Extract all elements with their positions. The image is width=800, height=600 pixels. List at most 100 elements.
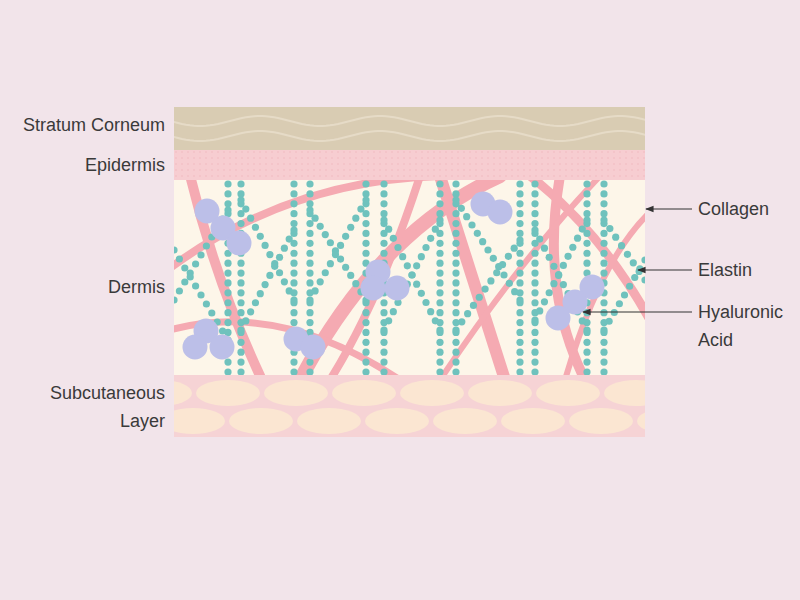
elastin-dot [362, 359, 369, 366]
elastin-dot [470, 302, 477, 309]
elastin-dot [390, 235, 397, 242]
elastin-dot [385, 226, 392, 233]
elastin-dot [380, 200, 387, 207]
elastin-dot [436, 210, 443, 217]
elastin-dot [380, 349, 387, 356]
fat-cell [196, 380, 260, 406]
elastin-dot [306, 359, 313, 366]
elastin-dot [468, 221, 475, 228]
elastin-dot [290, 296, 297, 303]
elastin-dot [413, 262, 420, 269]
elastin-dot [546, 254, 553, 261]
elastin-dot [583, 326, 590, 333]
elastin-dot [317, 223, 324, 230]
elastin-dot [427, 235, 434, 242]
elastin-dot [422, 244, 429, 251]
elastin-dot [362, 230, 369, 237]
elastin-dot [311, 215, 318, 222]
elastin-dot [600, 299, 607, 306]
elastin-dot [546, 289, 553, 296]
elastin-dot [247, 308, 254, 315]
hyaluronic-acid-molecules [183, 192, 605, 360]
elastin-dot [516, 319, 523, 326]
elastin-dot [306, 220, 313, 227]
elastin-dot [362, 250, 369, 257]
epidermis-band [174, 150, 645, 180]
elastin-dot [458, 318, 465, 325]
elastin-dot [306, 309, 313, 316]
elastin-dot [432, 226, 439, 233]
fat-cell [569, 408, 633, 434]
elastin-dot [362, 309, 369, 316]
elastin-dot [342, 264, 349, 271]
elastin-dot [380, 210, 387, 217]
elastin-dot [252, 299, 259, 306]
elastin-dot [176, 287, 183, 294]
elastin-dot [464, 310, 471, 317]
elastin-dot [600, 309, 607, 316]
elastin-dot [516, 190, 523, 197]
elastin-dot [362, 329, 369, 336]
elastin-dot [224, 359, 231, 366]
elastin-dot [237, 180, 244, 187]
elastin-dot [347, 224, 354, 231]
elastin-dot [427, 308, 434, 315]
layer-label: Subcutaneous Layer [35, 379, 165, 435]
elastin-dot [583, 200, 590, 207]
elastin-dot [531, 349, 538, 356]
elastin-dot [271, 263, 278, 270]
elastin-dot [436, 349, 443, 356]
fat-cell [229, 408, 293, 434]
fat-cell [174, 408, 225, 434]
elastin-dot [452, 220, 459, 227]
elastin-dot [516, 230, 523, 237]
elastin-dot [290, 279, 297, 286]
fat-cell [174, 380, 192, 406]
elastin-dot [380, 368, 387, 375]
elastin-dot [266, 272, 273, 279]
elastin-dot [224, 269, 231, 276]
elastin-dot [237, 220, 244, 227]
elastin-dot [600, 359, 607, 366]
elastin-dot [224, 309, 231, 316]
elastin-dot [276, 254, 283, 261]
elastin-dot [224, 299, 231, 306]
elastin-dot [224, 260, 231, 267]
layer-label: Dermis [108, 273, 165, 301]
elastin-dot [452, 339, 459, 346]
elastin-dot [362, 220, 369, 227]
elastin-dot [516, 359, 523, 366]
elastin-dot [516, 200, 523, 207]
elastin-dot [516, 296, 523, 303]
elastin-dot [516, 339, 523, 346]
elastin-dot [506, 280, 513, 287]
leader-arrows [583, 209, 692, 312]
component-label: Elastin [698, 256, 752, 284]
elastin-dot [290, 210, 297, 217]
elastin-dot [487, 277, 494, 284]
elastin-dot [436, 250, 443, 257]
elastin-dot [224, 180, 231, 187]
elastin-dot [612, 234, 619, 241]
elastin-dot [281, 245, 288, 252]
elastin-dot [452, 289, 459, 296]
elastin-dot [536, 235, 543, 242]
elastin-dot [306, 180, 313, 187]
corneum-wave [174, 116, 645, 126]
elastin-dot [436, 326, 443, 333]
elastin-dot [531, 190, 538, 197]
elastin-dot [600, 216, 607, 223]
elastin-dot [219, 327, 226, 334]
elastin-dot [452, 260, 459, 267]
elastin-dot [224, 289, 231, 296]
elastin-dot [516, 250, 523, 257]
elastin-dot [436, 240, 443, 247]
elastin-dot [422, 299, 429, 306]
elastin-dot [242, 317, 249, 324]
elastin-dot [404, 262, 411, 269]
elastin-dot [550, 263, 557, 270]
hyaluronic-molecule [227, 231, 252, 256]
elastin-dot [286, 287, 293, 294]
elastin-dot [203, 242, 210, 249]
elastin-dot [600, 349, 607, 356]
